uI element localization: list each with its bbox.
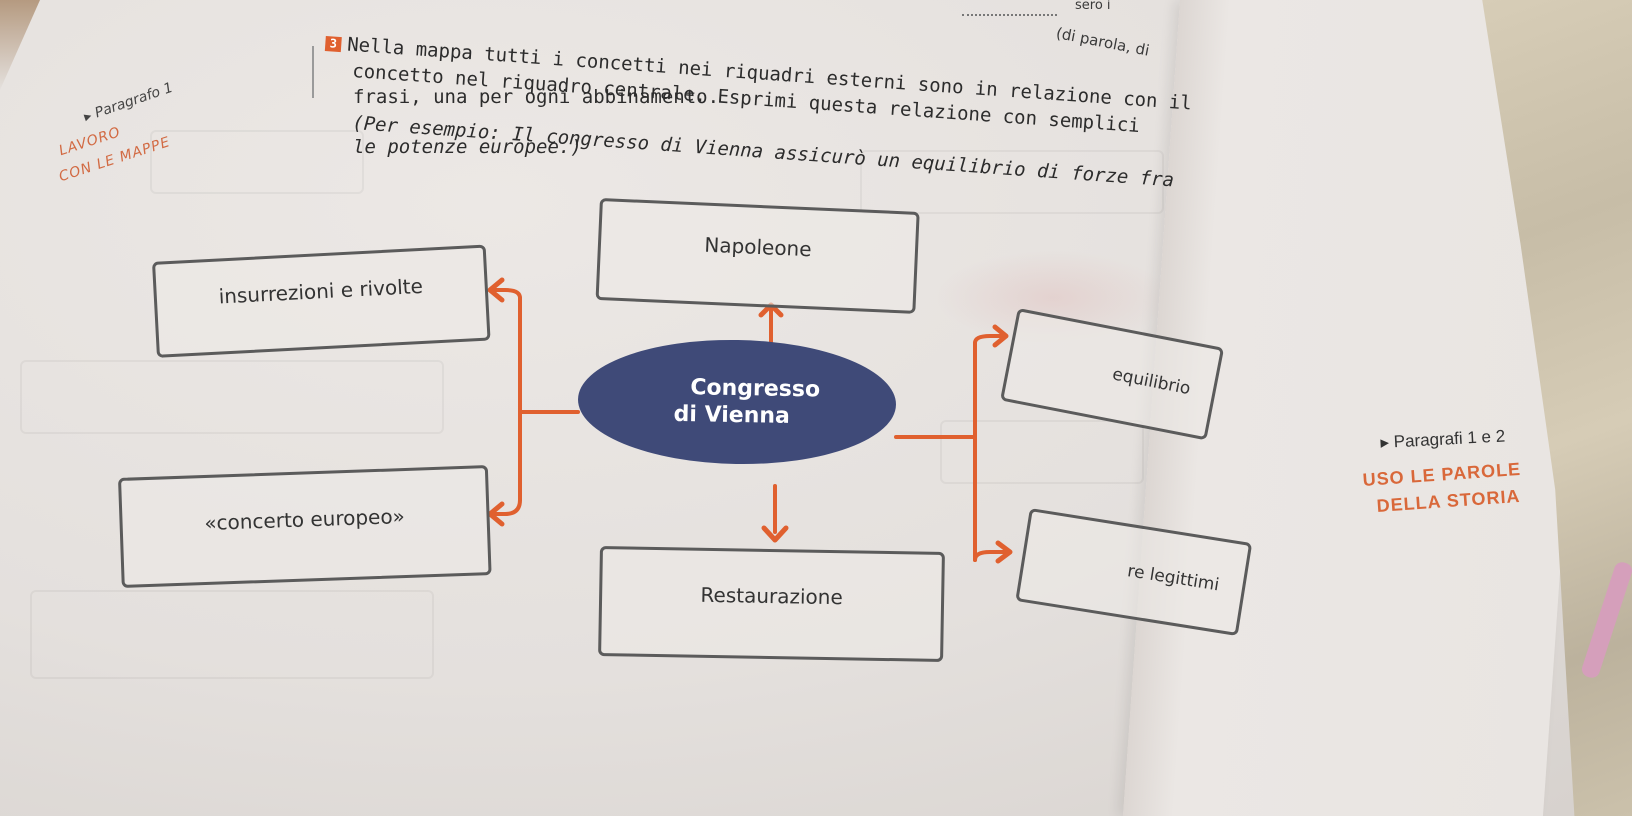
connector-right-bottom	[973, 550, 1010, 562]
show-through-shape	[20, 360, 444, 434]
arrow-left-top	[487, 277, 505, 303]
node-restaurazione-label: Restaurazione	[700, 582, 843, 610]
arrow-left-bottom	[487, 501, 505, 527]
node-napoleone-label: Napoleone	[703, 232, 813, 262]
exercise-line-5: le potenze europee.)	[353, 138, 582, 157]
node-napoleone: Napoleone	[595, 198, 920, 314]
exercise-line-3: frasi, una per ogni abbinamento.	[353, 86, 720, 108]
show-through-shape	[940, 420, 1144, 484]
center-line-1: Congresso	[690, 374, 821, 402]
arrow-right-top	[992, 324, 1009, 348]
show-through-shape	[150, 130, 364, 194]
node-insurrezioni: insurrezioni e rivolte	[152, 244, 491, 358]
top-snippet-line1: sero i	[1075, 0, 1111, 13]
connector-right-top	[973, 334, 1005, 345]
center-line-2: di Vienna	[673, 401, 791, 429]
sidebar-divider	[312, 46, 314, 98]
arrow-bottom	[761, 525, 789, 543]
node-concerto: «concerto europeo»	[118, 465, 492, 588]
connector-left-bottom	[488, 498, 522, 516]
node-insurrezioni-label: insurrezioni e rivolte	[218, 273, 424, 309]
node-equilibrio-label: equilibrio	[1110, 364, 1193, 400]
node-restaurazione: Restaurazione	[598, 546, 945, 663]
show-through-shape	[860, 150, 1164, 214]
show-through-shape	[30, 590, 434, 679]
exercise-example-end: le potenze europee.)	[353, 136, 582, 158]
node-concerto-label: «concerto europeo»	[203, 504, 406, 536]
top-snippet-dotted	[962, 14, 1057, 16]
arrow-right-bottom	[995, 540, 1013, 564]
connector-left-top	[488, 288, 522, 300]
node-re-legittimi-label: re legittimi	[1126, 561, 1221, 596]
